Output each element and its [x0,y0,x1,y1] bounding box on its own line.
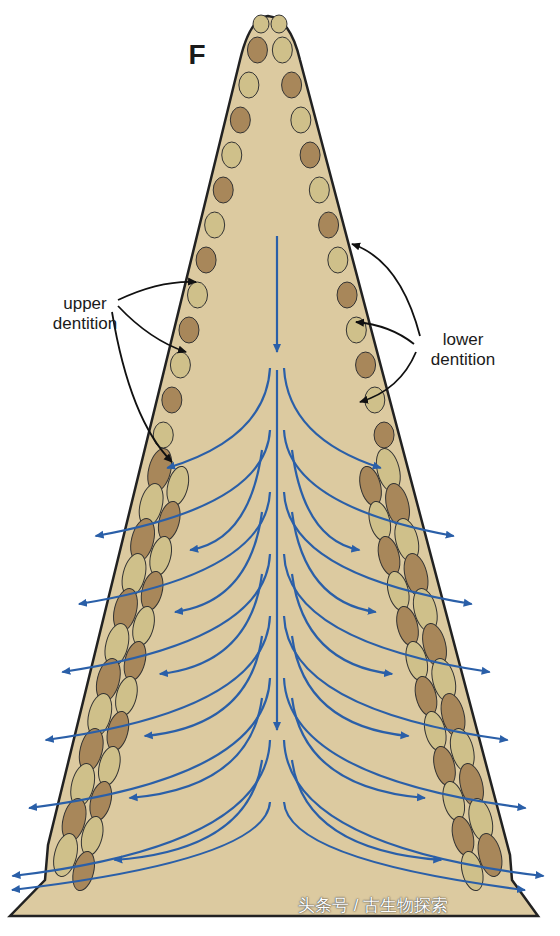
flow-arrow [12,740,270,876]
tooth [205,212,225,238]
tooth [300,142,320,168]
flow-arrows [12,236,544,890]
flow-arrow [62,554,270,672]
flow-arrow [276,370,278,730]
tooth [78,814,107,858]
flow-arrow [114,760,262,860]
flow-arrow [160,574,262,674]
flow-arrow [79,492,270,604]
tooth [170,352,190,378]
tooth [309,177,329,203]
flow-arrow [145,636,262,736]
tooth [356,352,376,378]
flow-arrow [284,430,454,536]
flow-arrow [292,760,441,860]
teeth [50,15,506,893]
tooth [393,604,422,648]
flow-arrow [284,492,472,604]
flow-arrow [12,802,270,890]
flow-arrow [292,698,425,798]
flow-arrow [129,698,262,798]
tooth [337,282,357,308]
flow-arrow [292,574,392,674]
flow-arrow [96,430,270,536]
tooth [319,212,339,238]
flow-arrow [284,678,526,808]
tooth [346,317,366,343]
tooth [188,282,208,308]
flow-arrow [284,616,508,740]
tooth [179,317,199,343]
tooth [196,247,216,273]
tooth [230,107,250,133]
tooth [69,849,98,893]
snout-outline [10,16,538,916]
tooth [448,814,477,858]
tooth [253,15,269,33]
tooth [213,177,233,203]
tooth [439,779,468,823]
callout-label: upper dentition [40,294,130,334]
flow-arrow [276,236,278,352]
flow-arrow [29,678,270,808]
tooth [374,422,394,448]
tooth [374,534,403,578]
watermark: 头条号 / 古生物探索 [298,896,448,916]
tooth [291,107,311,133]
tooth [95,744,124,788]
tooth [356,464,385,508]
tooth [328,247,348,273]
tooth [430,744,459,788]
tooth [282,72,302,98]
tooth [247,37,267,63]
flow-arrow [284,802,525,890]
tooth [163,464,192,508]
flow-arrow [167,368,270,468]
tooth [129,604,158,648]
tooth [458,849,487,893]
tooth [421,709,450,753]
tooth [162,387,182,413]
panel-letter: F [182,40,212,70]
flow-arrow [284,368,381,468]
flow-arrow [284,740,544,876]
flow-arrow [292,512,376,612]
tooth [411,674,440,718]
tooth [271,15,287,33]
flow-arrow [292,636,409,736]
tooth [86,779,115,823]
flow-arrow [284,554,490,672]
callout-label: lower dentition [418,330,508,370]
flow-arrow [46,616,270,740]
tooth [146,534,175,578]
leader-lines [112,244,420,462]
tooth [272,37,292,63]
tooth [112,674,141,718]
flow-arrow [175,512,262,612]
tooth [222,142,242,168]
tooth [103,709,132,753]
tooth [239,72,259,98]
